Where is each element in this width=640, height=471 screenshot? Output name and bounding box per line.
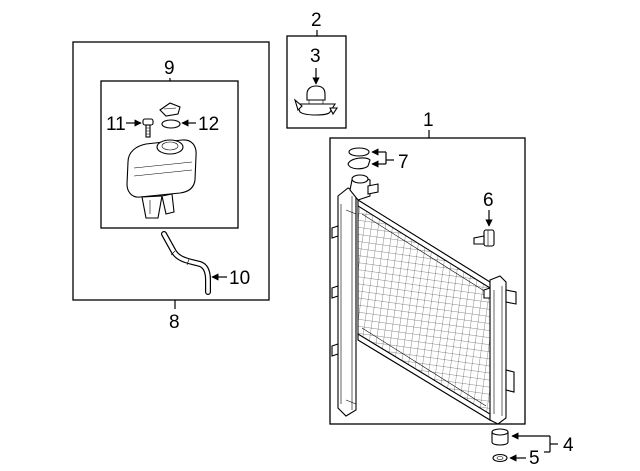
callout-3: 3 (310, 46, 321, 67)
callout-4: 4 (563, 435, 574, 456)
radiator-drain-plug (473, 229, 495, 247)
reservoir-cap-seal (161, 119, 181, 129)
radiator-mount-bushing (492, 453, 508, 463)
callout-5: 5 (529, 448, 540, 469)
callout-7: 7 (398, 152, 409, 173)
radiator-cap-seal (348, 147, 370, 157)
reservoir-bolt (142, 118, 154, 138)
coolant-reservoir-tank (126, 139, 197, 219)
reservoir-hose (161, 231, 211, 295)
radiator-cap (293, 85, 339, 116)
radiator-cap-washer (347, 157, 371, 170)
callout-10: 10 (229, 268, 250, 289)
radiator-group-box (329, 137, 526, 425)
callout-2: 2 (311, 10, 322, 31)
radiator-mount-insulator (491, 428, 509, 446)
radiator-assembly (331, 174, 517, 425)
callout-12: 12 (198, 114, 219, 135)
callout-1: 1 (423, 110, 434, 131)
callout-6: 6 (483, 190, 494, 211)
cap-group-box (286, 35, 347, 129)
reservoir-cap (159, 102, 181, 117)
callout-9: 9 (164, 58, 175, 79)
callout-11: 11 (106, 114, 126, 135)
callout-8: 8 (169, 312, 180, 333)
reservoir-group-outer-box (72, 41, 270, 301)
